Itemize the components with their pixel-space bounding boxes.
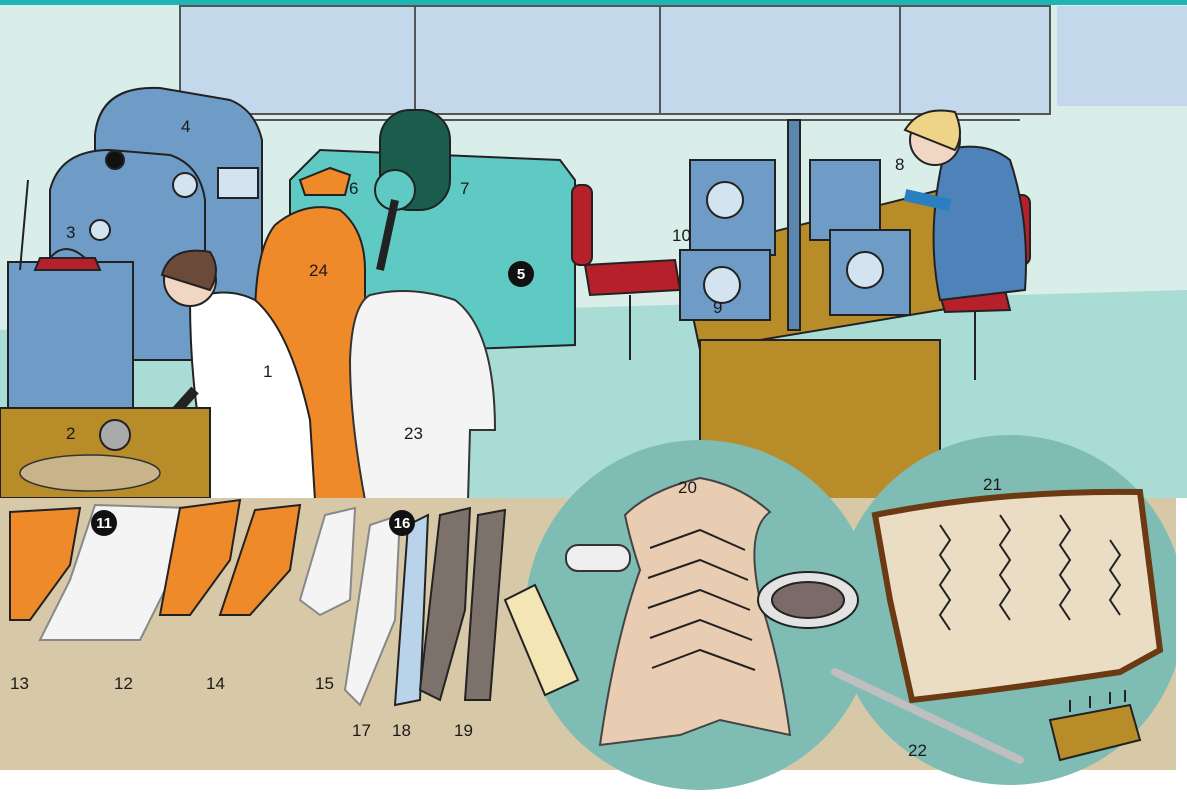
label-6: 6 (349, 180, 358, 197)
badge-11: 11 (91, 510, 117, 536)
right-margin (1176, 498, 1187, 770)
badge-5: 5 (508, 261, 534, 287)
fur-on-table (20, 455, 160, 491)
label-13: 13 (10, 675, 29, 692)
badge-16: 16 (389, 510, 415, 536)
label-1: 1 (263, 363, 272, 380)
chalk-bar (566, 545, 630, 571)
steam-iron (100, 420, 130, 450)
label-19: 19 (454, 722, 473, 739)
water-bowl (758, 572, 858, 628)
label-10: 10 (672, 227, 691, 244)
label-2: 2 (66, 425, 75, 442)
label-14: 14 (206, 675, 225, 692)
label-21: 21 (983, 476, 1002, 493)
label-7: 7 (460, 180, 469, 197)
label-20: 20 (678, 479, 697, 496)
label-15: 15 (315, 675, 334, 692)
label-22: 22 (908, 742, 927, 759)
label-24: 24 (309, 262, 328, 279)
label-17: 17 (352, 722, 371, 739)
label-8: 8 (895, 156, 904, 173)
label-4: 4 (181, 118, 190, 135)
header-bar (0, 0, 1187, 5)
label-18: 18 (392, 722, 411, 739)
fur-lining (875, 492, 1160, 700)
label-12: 12 (114, 675, 133, 692)
label-23: 23 (404, 425, 423, 442)
label-3: 3 (66, 224, 75, 241)
windows (180, 6, 1187, 120)
label-9: 9 (713, 299, 722, 316)
